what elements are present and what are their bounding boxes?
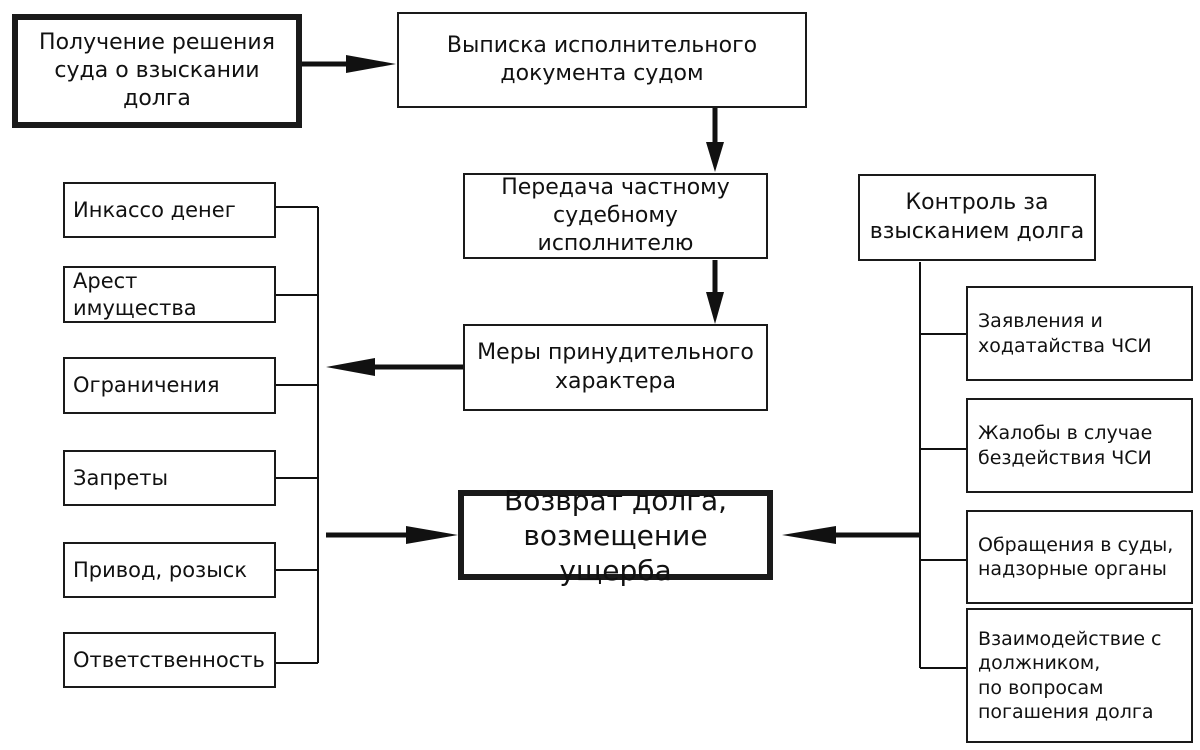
measure-label: Арест имущества [73,268,197,320]
arrowhead-to-result-left [406,526,458,544]
arrowhead-to-transfer [706,142,724,172]
arrowhead-to-list [326,358,375,376]
control-item-label: Жалобы в случае бездействия ЧСИ [978,422,1153,469]
control-box: Контроль за взысканием долга [858,174,1096,261]
result-label: Возврат долга, возмещение ущерба [503,483,728,587]
control-label: Контроль за взысканием долга [869,190,1085,244]
measure-box: Запреты [63,450,276,506]
enforcement-measures-box: Меры принудительного характера [463,324,768,411]
control-item-box: Взаимодействие с должником, по вопросам … [966,608,1193,743]
measure-label: Ограничения [73,373,220,398]
transfer-label: Передача частному судебному исполнителю [501,174,730,257]
measure-box: Ответственность [63,632,276,688]
measure-label: Ответственность [73,647,265,672]
result-box: Возврат долга, возмещение ущерба [458,484,773,587]
transfer-box: Передача частному судебному исполнителю [463,173,768,259]
court-decision-label: Получение решения суда о взыскании долга [39,29,275,112]
control-item-box: Жалобы в случае бездействия ЧСИ [966,398,1193,493]
arrowhead-to-writ [346,55,396,73]
measure-box: Инкассо денег [63,182,276,238]
measure-box: Привод, розыск [63,542,276,598]
measure-box: Арест имущества [63,266,276,323]
control-item-label: Обращения в суды, надзорные органы [978,533,1174,580]
writ-issue-label: Выписка исполнительного документа судом [446,32,758,86]
arrowhead-to-measures [706,292,724,324]
measure-label: Запреты [73,465,169,490]
arrowhead-to-result-right [782,526,836,544]
court-decision-box: Получение решения суда о взыскании долга [12,14,302,128]
control-item-box: Заявления и ходатайства ЧСИ [966,286,1193,381]
control-item-label: Заявления и ходатайства ЧСИ [978,310,1152,357]
writ-issue-box: Выписка исполнительного документа судом [397,12,807,108]
enforcement-measures-label: Меры принудительного характера [477,340,754,394]
measure-label: Привод, розыск [73,557,248,582]
control-item-box: Обращения в суды, надзорные органы [966,510,1193,604]
control-item-label: Взаимодействие с должником, по вопросам … [978,627,1162,723]
measure-box: Ограничения [63,357,276,414]
measure-label: Инкассо денег [73,197,236,222]
